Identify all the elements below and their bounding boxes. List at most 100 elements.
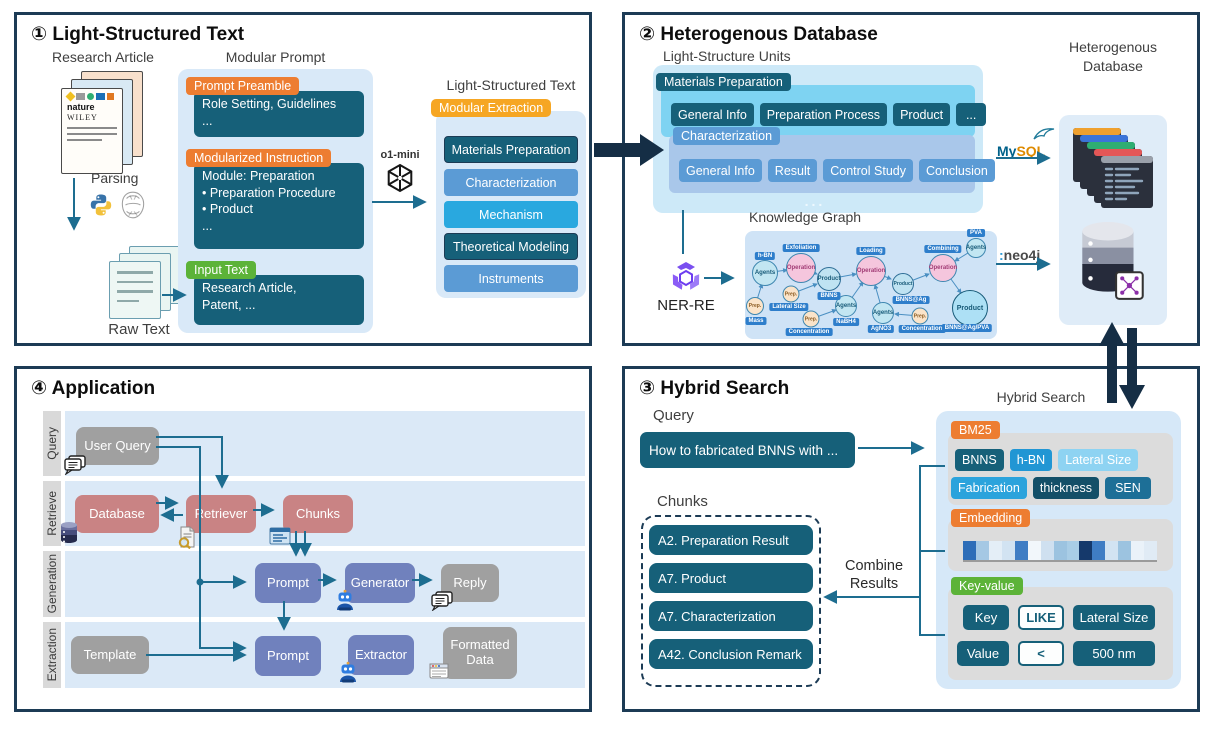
chunk-item: A7. Characterization [649, 601, 813, 631]
kg-tag: BNNS@Ag [892, 296, 930, 304]
kg-node-operation: Operation [929, 254, 957, 282]
kv-key-value: Lateral Size [1073, 605, 1155, 630]
kg-node-prep: Prep. [782, 285, 800, 303]
row-label-extraction: Extraction [45, 628, 59, 682]
embedding-cell [1027, 541, 1041, 560]
unit2-chip: Control Study [823, 159, 913, 182]
bm25-row1: BNNS h-BN Lateral Size [955, 449, 1139, 471]
formatted-data-box: Formatted Data [443, 627, 517, 679]
embedding-cell [1040, 541, 1054, 560]
kg-node-agents: Agents [835, 295, 857, 317]
bm25-chip: h-BN [1009, 449, 1053, 471]
combine-line1: Combine [844, 558, 904, 574]
bm25-chip: BNNS [955, 449, 1004, 471]
chunk-item: A2. Preparation Result [649, 525, 813, 555]
model-label: o1-mini [380, 149, 420, 161]
embedding-cell [1066, 541, 1080, 560]
database-cylinder-icon [61, 522, 77, 543]
modular-extraction-badge: Modular Extraction [431, 99, 552, 117]
keyvalue-badge: Key-value [951, 577, 1023, 595]
speech-bubble-icon [64, 455, 86, 475]
neo4j-logo-dots: : [999, 247, 1004, 263]
row-strip-extraction: Extraction [43, 622, 61, 688]
row-strip-retrieve: Retrieve [43, 481, 61, 546]
user-query-box: User Query [76, 427, 159, 465]
kg-node-operation: Operation [856, 256, 886, 286]
input-line1: Research Article, [202, 281, 297, 295]
embedding-cell [975, 541, 989, 560]
kg-node-prep: Prep. [911, 307, 929, 325]
kg-node-agents: Agents [966, 238, 986, 258]
ner-re-label: NER-RE [657, 297, 715, 314]
kv-lt-operator: < [1018, 641, 1064, 666]
modular-prompt-label: Modular Prompt [225, 49, 326, 65]
kv-like-operator: LIKE [1018, 605, 1064, 630]
formatted-table-icon [429, 663, 449, 679]
kg-tag: Concentration [785, 328, 833, 336]
panel-light-structured-text: ① Light-Structured Text Research Article… [14, 12, 592, 346]
combine-line2: Results [849, 576, 899, 593]
generator-box: Generator [345, 563, 415, 603]
database-box: Database [75, 495, 159, 533]
embedding-strip [963, 541, 1158, 562]
kg-tag: Lateral Size [769, 303, 809, 311]
raw-text-label: Raw Text [108, 321, 170, 338]
keyvalue-box [948, 587, 1173, 680]
ner-re-icon [672, 262, 700, 290]
mysql-logo-my: My [997, 143, 1017, 159]
embedding-cell [1105, 541, 1119, 560]
unit1-chip: Product [893, 103, 951, 126]
preamble-line2: ... [202, 113, 213, 128]
unit2-chips-row: General Info Result Control Study Conclu… [679, 159, 995, 182]
embedding-cell [988, 541, 1002, 560]
instruction-line1: Module: Preparation [202, 169, 315, 183]
unit1-chip: General Info [671, 103, 754, 126]
hybrid-search-label: Hybrid Search [996, 389, 1086, 405]
kg-tag: BNNS [817, 292, 841, 300]
kg-tag: BNNS@Ag/PVA [941, 324, 993, 332]
knowledge-graph-container: Agents h-BN Prep. Mass Operation Exfolia… [745, 229, 997, 339]
kg-node-operation: Operation [786, 253, 816, 283]
kg-tag: Loading [856, 247, 886, 255]
modularized-instruction-badge: Modularized Instruction [186, 149, 332, 167]
instruction-line4: ... [202, 218, 213, 233]
formatted-line2: Data [466, 652, 494, 667]
bm25-chip: Lateral Size [1058, 449, 1139, 471]
combine-results-label: Combine Results [833, 557, 915, 593]
chunk-item: A7. Product [649, 563, 813, 593]
unit1-chip: Preparation Process [759, 103, 888, 126]
kv-value-chip: Value [957, 641, 1009, 666]
panel4-title: ④ Application [31, 378, 156, 399]
kg-tag: PVA [967, 229, 985, 237]
unit2-tag: Characterization [673, 127, 781, 145]
embedding-badge: Embedding [951, 509, 1031, 527]
prompt-generation-box: Prompt [255, 563, 321, 603]
chunks-label: Chunks [657, 493, 708, 510]
unit2-chip: Conclusion [918, 159, 995, 182]
kg-node-agents: Agents [872, 302, 894, 324]
bm25-chip: thickness [1032, 477, 1099, 499]
embedding-cell [1092, 541, 1106, 560]
parser-engraving-icon [121, 191, 145, 219]
panel3-title: ③ Hybrid Search [639, 378, 790, 399]
graph-database-icon [1082, 222, 1144, 300]
kg-tag: Mass [745, 317, 767, 325]
db-label-line2: Database [1083, 58, 1143, 74]
kg-node-prep: Prep. [802, 310, 820, 328]
output-label: Light-Structured Text [446, 77, 576, 93]
template-box: Template [71, 636, 149, 674]
row-strip-generation: Generation [43, 551, 61, 617]
retrieval-search-doc-icon [178, 526, 195, 549]
knowledge-graph-label: Knowledge Graph [749, 209, 862, 225]
mysql-dolphin-icon [1033, 128, 1055, 140]
publisher-logos [65, 91, 117, 102]
extractor-robot-icon [340, 661, 356, 683]
row-label-generation: Generation [45, 554, 59, 614]
unit2-chip: Result [767, 159, 818, 182]
brand-wiley: WILEY [67, 113, 98, 122]
panel-hybrid-search: ③ Hybrid Search Query How to fabricated … [622, 366, 1200, 712]
kg-tag: Combining [924, 245, 962, 253]
input-text-box: Research Article, Patent, ... [194, 275, 364, 325]
neo4j-logo-name: neo4j [1003, 247, 1041, 263]
